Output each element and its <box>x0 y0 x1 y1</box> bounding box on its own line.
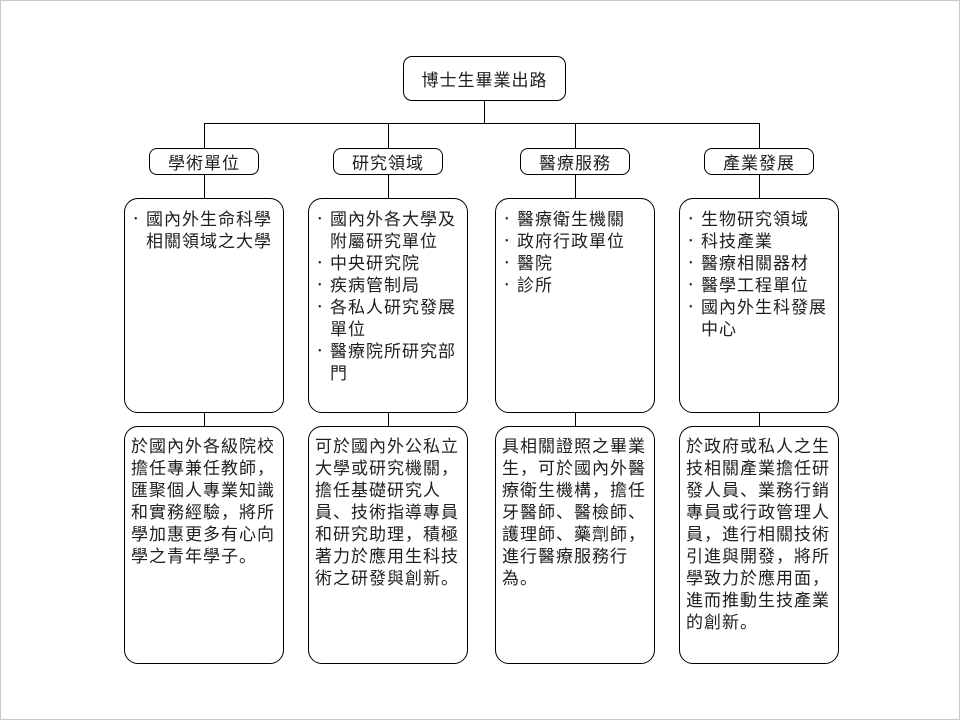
list-item-text: 醫療衛生機關 <box>517 210 625 229</box>
branch-3-description: 具相關證照之畢業生，可於國內外醫療衛生機構，擔任牙醫師、醫檢師、護理師、藥劑師，… <box>495 426 655 664</box>
list-item: • 政府行政單位 <box>502 231 650 253</box>
connector-list-desc-2 <box>388 413 389 426</box>
list-item: • 診所 <box>502 275 650 297</box>
branch-1-description: 於國內外各級院校擔任專兼任教師，匯聚個人專業知識和實務經驗，將所學加惠更多有心向… <box>124 426 284 664</box>
connector-branch-1-drop <box>204 123 205 148</box>
list-item: • 國內外各大學及附屬研究單位 <box>315 209 463 253</box>
list-item-text: 醫療相關器材 <box>701 254 809 273</box>
bullet-icon: • <box>318 302 322 313</box>
list-item-text: 醫學工程單位 <box>701 276 809 295</box>
branch-4-list: • 生物研究領域 • 科技產業 • 醫療相關器材 • 醫學工程單位 • 國內外生科發展中心 <box>679 198 839 413</box>
bullet-icon: • <box>505 258 509 269</box>
list-item: • 中央研究院 <box>315 253 463 275</box>
list-item-text: 科技產業 <box>701 232 773 251</box>
list-item: • 國內外生科發展中心 <box>686 297 834 341</box>
branch-4-description-text: 於政府或私人之生技相關產業擔任研發人員、業務行銷專員或行政管理人員，進行相關技術… <box>686 437 830 632</box>
list-item-text: 國內外生科發展中心 <box>701 298 827 339</box>
list-item-text: 疾病管制局 <box>330 276 420 295</box>
list-item: • 科技產業 <box>686 231 834 253</box>
connector-trunk-line <box>204 123 759 124</box>
bullet-icon: • <box>134 214 138 225</box>
list-item-text: 國內外各大學及附屬研究單位 <box>330 210 456 251</box>
connector-branch-2-drop <box>388 123 389 148</box>
branch-1-header-label: 學術單位 <box>168 154 240 173</box>
list-item: • 生物研究領域 <box>686 209 834 231</box>
bullet-icon: • <box>505 214 509 225</box>
branch-4-header: 產業發展 <box>704 148 814 175</box>
list-item: • 醫學工程單位 <box>686 275 834 297</box>
bullet-icon: • <box>689 236 693 247</box>
branch-3-description-text: 具相關證照之畢業生，可於國內外醫療衛生機構，擔任牙醫師、醫檢師、護理師、藥劑師，… <box>502 437 646 588</box>
branch-2-header-label: 研究領域 <box>352 154 424 173</box>
branch-2-description-text: 可於國內外公私立大學或研究機關，擔任基礎研究人員、技術指導專員和研究助理，積極著… <box>315 437 459 588</box>
bullet-icon: • <box>505 280 509 291</box>
bullet-icon: • <box>689 258 693 269</box>
branch-4-header-label: 產業發展 <box>723 154 795 173</box>
branch-1-list: • 國內外生命科學相關領域之大學 <box>124 198 284 413</box>
bullet-icon: • <box>689 280 693 291</box>
connector-header-list-1 <box>204 175 205 198</box>
root-node-label: 博士生畢業出路 <box>421 71 548 90</box>
list-item: • 醫療相關器材 <box>686 253 834 275</box>
root-node: 博士生畢業出路 <box>403 56 566 101</box>
list-item: • 醫療衛生機關 <box>502 209 650 231</box>
connector-root-stub <box>484 101 485 123</box>
bullet-icon: • <box>318 258 322 269</box>
list-item-text: 醫療院所研究部門 <box>330 342 456 383</box>
list-item: • 醫院 <box>502 253 650 275</box>
list-item-text: 各私人研究發展單位 <box>330 298 456 339</box>
branch-1-description-text: 於國內外各級院校擔任專兼任教師，匯聚個人專業知識和實務經驗，將所學加惠更多有心向… <box>131 437 275 566</box>
connector-header-list-2 <box>388 175 389 198</box>
bullet-icon: • <box>505 236 509 247</box>
list-item-text: 中央研究院 <box>330 254 420 273</box>
list-item-text: 國內外生命科學相關領域之大學 <box>146 210 272 251</box>
list-item: • 各私人研究發展單位 <box>315 297 463 341</box>
list-item: • 醫療院所研究部門 <box>315 341 463 385</box>
list-item-text: 診所 <box>517 276 553 295</box>
list-item-text: 政府行政單位 <box>517 232 625 251</box>
bullet-icon: • <box>318 214 322 225</box>
branch-1-header: 學術單位 <box>149 148 259 175</box>
connector-header-list-4 <box>759 175 760 198</box>
branch-3-header: 醫療服務 <box>520 148 630 175</box>
bullet-icon: • <box>318 280 322 291</box>
connector-branch-3-drop <box>575 123 576 148</box>
list-item: • 疾病管制局 <box>315 275 463 297</box>
bullet-icon: • <box>689 214 693 225</box>
list-item-text: 醫院 <box>517 254 553 273</box>
connector-list-desc-1 <box>204 413 205 426</box>
branch-2-list: • 國內外各大學及附屬研究單位 • 中央研究院 • 疾病管制局 • 各私人研究發展單位 • 醫療院… <box>308 198 468 413</box>
list-item-text: 生物研究領域 <box>701 210 809 229</box>
list-item: • 國內外生命科學相關領域之大學 <box>131 209 279 253</box>
connector-branch-4-drop <box>759 123 760 148</box>
branch-4-description: 於政府或私人之生技相關產業擔任研發人員、業務行銷專員或行政管理人員，進行相關技術… <box>679 426 839 664</box>
bullet-icon: • <box>689 302 693 313</box>
branch-2-header: 研究領域 <box>333 148 443 175</box>
connector-list-desc-3 <box>575 413 576 426</box>
branch-2-description: 可於國內外公私立大學或研究機關，擔任基礎研究人員、技術指導專員和研究助理，積極著… <box>308 426 468 664</box>
connector-list-desc-4 <box>759 413 760 426</box>
branch-3-header-label: 醫療服務 <box>539 154 611 173</box>
connector-header-list-3 <box>575 175 576 198</box>
branch-3-list: • 醫療衛生機關 • 政府行政單位 • 醫院 • 診所 <box>495 198 655 413</box>
bullet-icon: • <box>318 346 322 357</box>
